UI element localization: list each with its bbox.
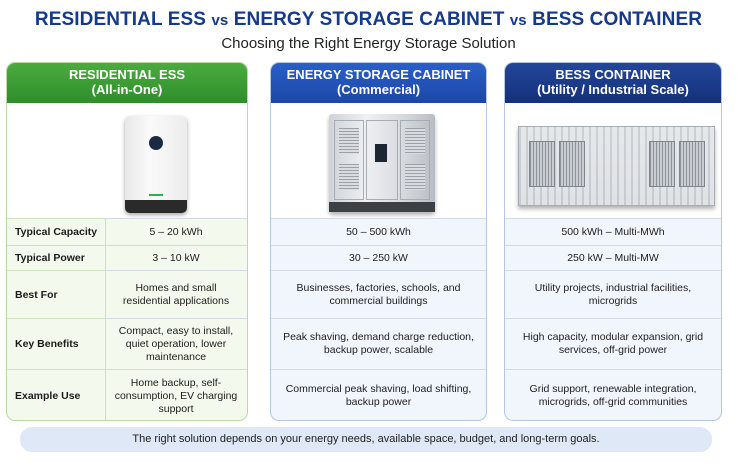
vent-icon	[649, 141, 675, 187]
column-title: BESS CONTAINER	[555, 67, 671, 82]
column-title: RESIDENTIAL ESS	[68, 67, 186, 82]
column-header-bess: BESS CONTAINER (Utility / Industrial Sca…	[505, 63, 721, 103]
column-residential-ess: RESIDENTIAL ESS (All-in-One) Typical Cap…	[6, 62, 248, 421]
display-icon	[149, 136, 163, 150]
cell-power: 30 – 250 kW	[271, 245, 486, 270]
column-subtitle: (All-in-One)	[91, 82, 163, 97]
footer-note: The right solution depends on your energ…	[20, 427, 712, 452]
cell-key-benefits: Peak shaving, demand charge reduction, b…	[271, 318, 486, 369]
vent-icon	[679, 141, 705, 187]
unit-base	[125, 200, 187, 213]
cabinet-door	[334, 120, 364, 200]
cell-capacity: 500 kWh – Multi-MWh	[505, 218, 721, 245]
title-vs-1: vs	[211, 12, 229, 29]
cabinet-door	[366, 120, 398, 200]
cell-key-benefits: Compact, easy to install, quiet operatio…	[105, 318, 247, 369]
column-subtitle: (Commercial)	[336, 82, 421, 97]
bess-container-unit-icon	[518, 126, 715, 206]
row-label-best-for: Best For	[7, 270, 105, 318]
storage-cabinet-unit-icon	[329, 114, 435, 212]
cell-best-for: Utility projects, industrial facilities,…	[505, 270, 721, 318]
vent-icon	[339, 164, 359, 190]
vent-icon	[529, 141, 555, 187]
cell-example-use: Grid support, renewable integration, mic…	[505, 369, 721, 420]
page-subtitle: Choosing the Right Energy Storage Soluti…	[221, 35, 516, 52]
title-residential: RESIDENTIAL ESS	[34, 9, 207, 30]
page-title: RESIDENTIAL ESS vs ENERGY STORAGE CABINE…	[0, 9, 737, 31]
column-storage-cabinet: ENERGY STORAGE CABINET (Commercial) 50 –…	[270, 62, 487, 421]
row-label-power: Typical Power	[7, 245, 105, 270]
unit-base	[329, 202, 435, 212]
title-vs-2: vs	[509, 12, 527, 29]
title-bess: BESS CONTAINER	[532, 9, 703, 30]
column-header-cabinet: ENERGY STORAGE CABINET (Commercial)	[271, 63, 486, 103]
row-label-key-benefits: Key Benefits	[7, 318, 105, 369]
cell-best-for: Homes and small residential applications	[105, 270, 247, 318]
cell-power: 3 – 10 kW	[105, 245, 247, 270]
vent-icon	[405, 128, 425, 154]
cell-capacity: 50 – 500 kWh	[271, 218, 486, 245]
row-label-capacity: Typical Capacity	[7, 218, 105, 245]
vent-icon	[559, 141, 585, 187]
cabinet-door	[400, 120, 430, 200]
cell-capacity: 5 – 20 kWh	[105, 218, 247, 245]
cell-example-use: Home backup, self-consumption, EV chargi…	[105, 369, 247, 420]
control-panel-icon	[375, 144, 387, 162]
cell-example-use: Commercial peak shaving, load shifting, …	[271, 369, 486, 420]
vent-icon	[405, 164, 425, 190]
vent-icon	[339, 128, 359, 154]
column-header-residential: RESIDENTIAL ESS (All-in-One)	[7, 63, 247, 103]
cell-power: 250 kW – Multi-MW	[505, 245, 721, 270]
cell-best-for: Businesses, factories, schools, and comm…	[271, 270, 486, 318]
title-cabinet: ENERGY STORAGE CABINET	[233, 9, 505, 30]
row-label-example-use: Example Use	[7, 369, 105, 420]
status-led-icon	[149, 194, 163, 196]
column-subtitle: (Utility / Industrial Scale)	[537, 82, 689, 97]
column-title: ENERGY STORAGE CABINET	[286, 67, 471, 82]
label-divider	[105, 218, 106, 420]
column-bess-container: BESS CONTAINER (Utility / Industrial Sca…	[504, 62, 722, 421]
residential-ess-unit-icon	[125, 116, 187, 213]
cell-key-benefits: High capacity, modular expansion, grid s…	[505, 318, 721, 369]
